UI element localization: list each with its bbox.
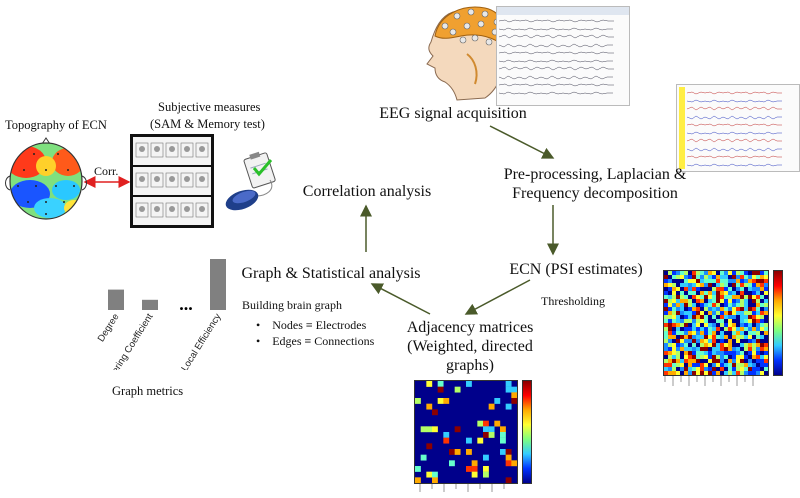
- metric-bar-clustering-coefficient: [142, 299, 158, 310]
- eeg-traces-icon: [497, 7, 629, 95]
- corr-link-label: Corr.: [94, 164, 119, 178]
- ecn-matrix-figure: [655, 268, 790, 396]
- arrow-ecn-to-adjacency: [464, 279, 531, 315]
- stage-adjacency-line3: graphs): [446, 357, 494, 374]
- brain-graph-title: Building brain graph: [242, 298, 342, 312]
- scalp-topography-icon: [5, 137, 87, 220]
- sam-questionnaire-grid: [130, 134, 214, 228]
- metric-bar-local-efficiency: [210, 259, 226, 310]
- metric-label-degree: Degree: [96, 312, 122, 344]
- metric-label-local-efficiency: Local Efficiency: [179, 312, 223, 370]
- stage-eeg-acquisition: EEG signal acquisition: [379, 105, 527, 122]
- adjacency-binary-matrix: [414, 380, 518, 484]
- arrow-eeg-to-preprocessing: [489, 125, 555, 159]
- metric-ellipsis: ...: [179, 294, 193, 314]
- stage-graph-statistical: Graph & Statistical analysis: [241, 265, 421, 282]
- subjective-title-line1: Subjective measures: [158, 100, 261, 114]
- adjacency-colorbar: [522, 380, 532, 484]
- brain-graph-bullet-1: • Nodes ≡ Electrodes: [256, 318, 367, 332]
- eeg-raw-signal-window: [496, 6, 630, 106]
- preprocessed-signal-window: [676, 84, 800, 172]
- arrow-adjacency-to-graph: [370, 283, 431, 315]
- graph-metrics-caption: Graph metrics: [112, 384, 184, 398]
- ecn-colorbar: [773, 270, 783, 376]
- mouse-clipboard-icon: [225, 151, 276, 211]
- stage-adjacency-line2: (Weighted, directed: [407, 338, 533, 355]
- metric-bar-degree: [108, 289, 124, 310]
- adjacency-matrix-ticks: [419, 484, 505, 492]
- adjacency-matrix-figure: [400, 376, 542, 496]
- ecn-connectivity-matrix: [663, 270, 769, 376]
- ecn-matrix-ticks: [664, 376, 754, 386]
- stage-preprocessing-line2: Frequency decomposition: [512, 185, 678, 202]
- stage-adjacency-line1: Adjacency matrices: [406, 319, 534, 336]
- filtered-traces-icon: [679, 87, 782, 169]
- stage-ecn: ECN (PSI estimates): [509, 261, 643, 278]
- stage-correlation: Correlation analysis: [302, 183, 432, 200]
- subjective-title-line2: (SAM & Memory test): [150, 117, 265, 131]
- topography-title: Topography of ECN: [5, 118, 107, 132]
- stage-preprocessing-line1: Pre-processing, Laplacian &: [503, 166, 687, 183]
- edge-label-thresholding: Thresholding: [541, 294, 605, 308]
- brain-graph-bullet-2: • Edges ≡ Connections: [256, 334, 375, 348]
